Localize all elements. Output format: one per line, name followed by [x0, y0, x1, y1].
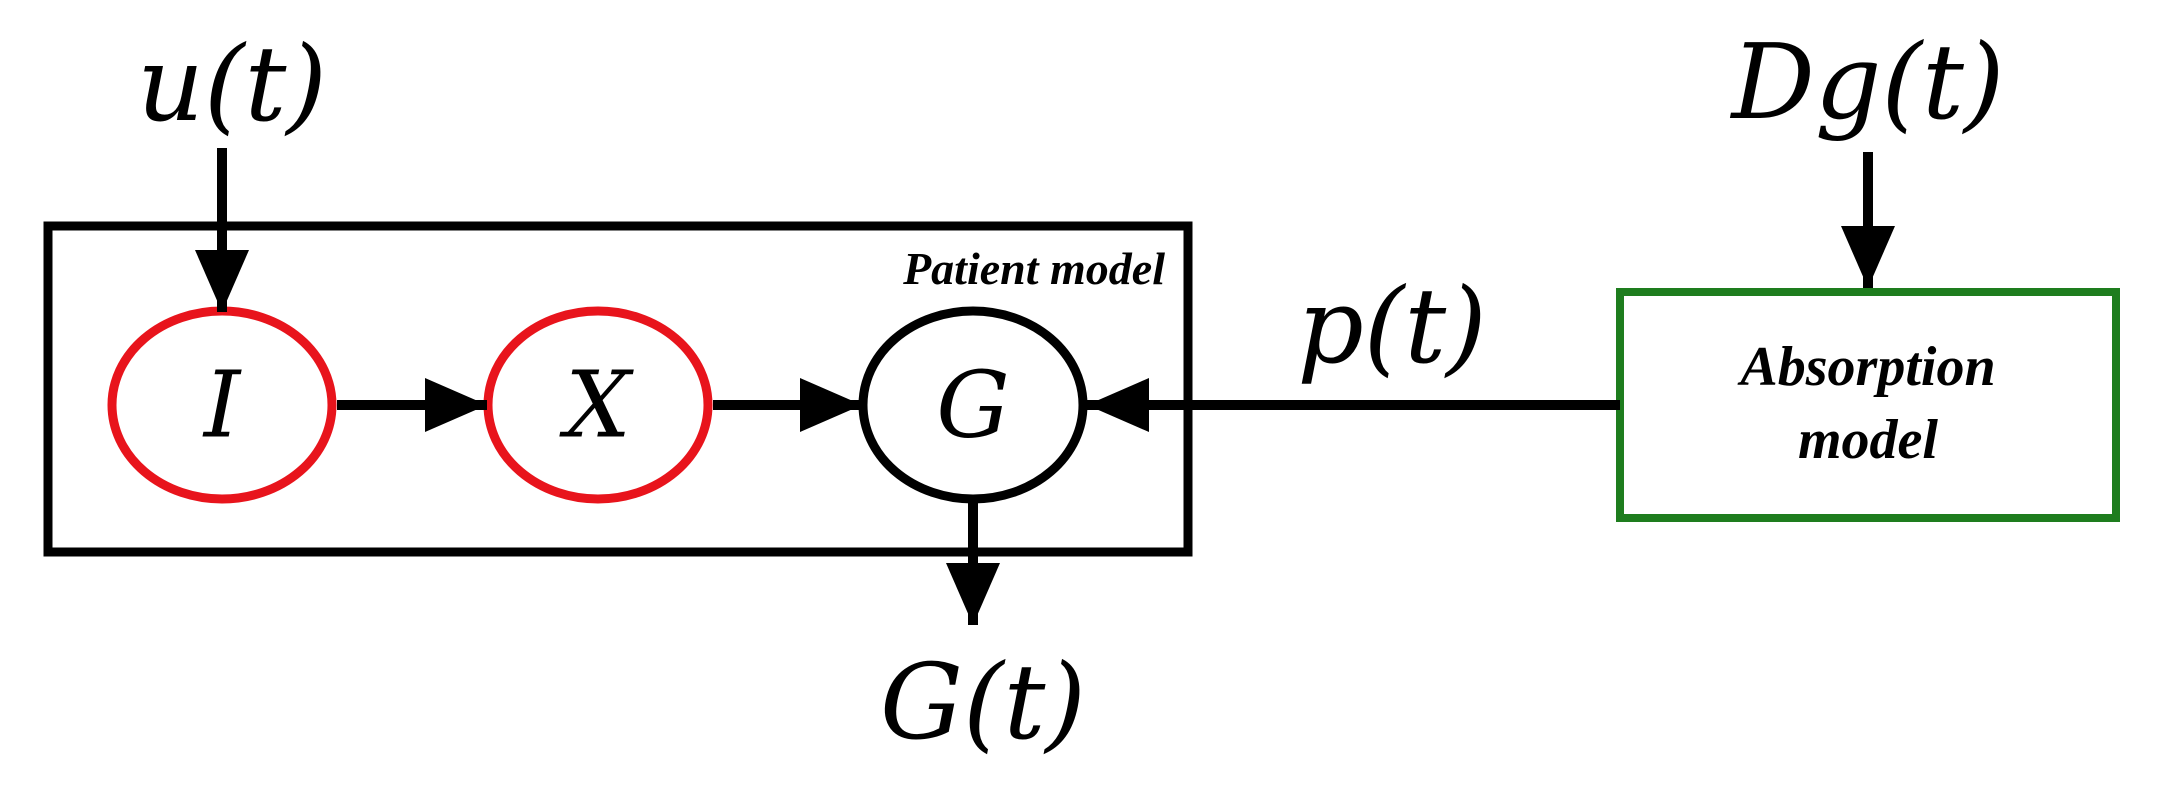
node-g-label: G — [936, 352, 1010, 459]
patient-model-title: Patient model — [902, 243, 1165, 294]
absorption-model-line2: model — [1798, 409, 1938, 471]
input-u-label: u(t) — [137, 23, 327, 145]
node-x-label: X — [559, 352, 634, 459]
patient-model-box — [43, 221, 1193, 557]
node-g-circle — [858, 306, 1088, 504]
node-i-label: I — [202, 352, 242, 459]
node-x-circle — [483, 306, 713, 504]
input-dg-label: Dg(t) — [1730, 21, 2005, 143]
absorption-model-line1: Absorption — [1737, 336, 1995, 398]
output-g-label: G(t) — [880, 641, 1086, 763]
absorption-model-box — [1616, 288, 2120, 522]
signal-p-label: p(t) — [1297, 265, 1487, 387]
